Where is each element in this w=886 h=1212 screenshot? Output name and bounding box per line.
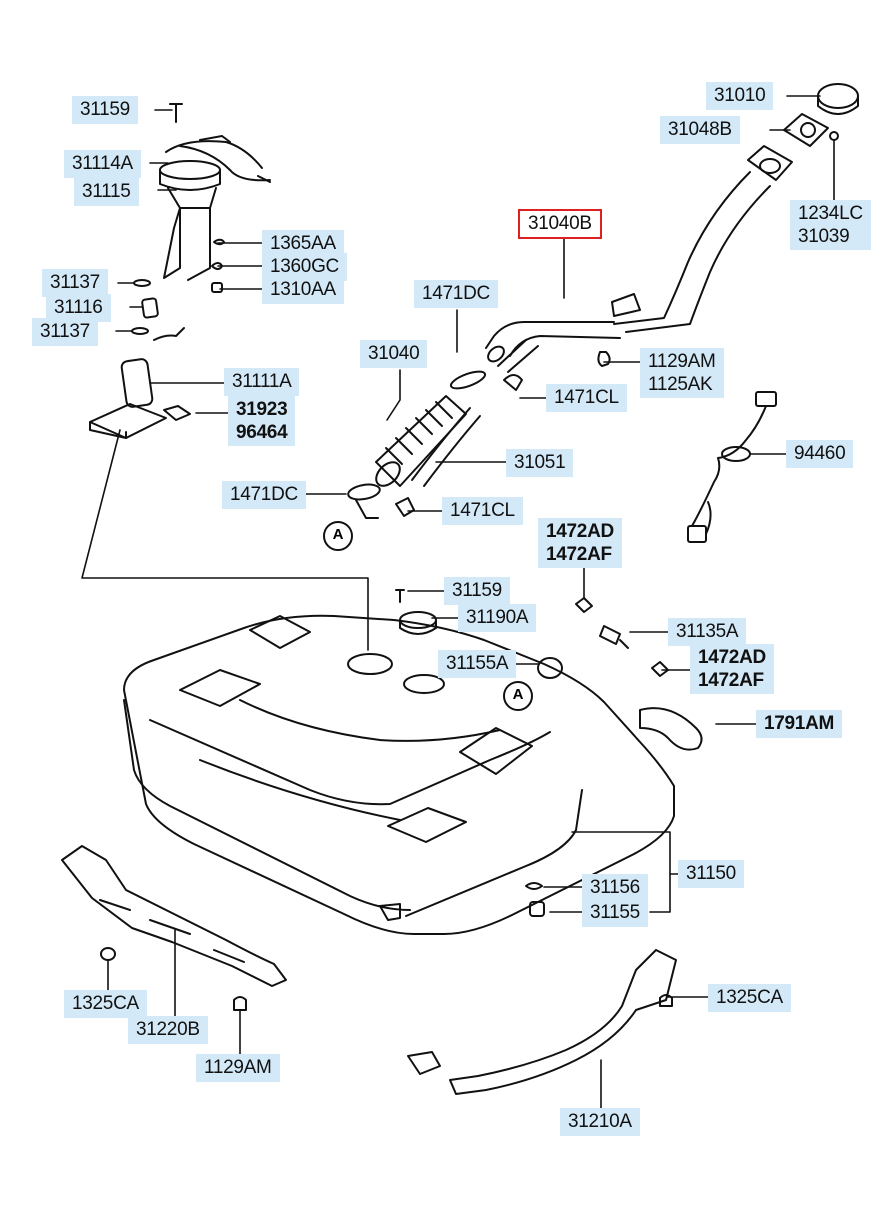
part-label-1471dc[interactable]: 1471DC: [222, 481, 306, 509]
part-label-31040b-selected[interactable]: 31040B: [518, 209, 602, 239]
part-label-31159[interactable]: 31159: [444, 577, 510, 605]
filler-hose: [347, 370, 523, 519]
part-label-1472ad-1472af[interactable]: 1472AD 1472AF: [538, 518, 622, 568]
part-label-31150[interactable]: 31150: [678, 860, 744, 888]
part-label-31220b[interactable]: 31220B: [128, 1016, 208, 1044]
part-label-31923-96464[interactable]: 31923 96464: [228, 396, 296, 446]
part-number-1472ad: 1472AD: [698, 647, 766, 668]
part-number-1472af: 1472AF: [698, 670, 764, 691]
part-number-1472ad: 1472AD: [546, 521, 614, 542]
sender-harness: [687, 391, 777, 543]
part-label-1471cl[interactable]: 1471CL: [546, 384, 627, 412]
part-number-1129am: 1129AM: [648, 351, 716, 372]
reference-marker-a: A: [512, 686, 524, 703]
part-label-31135a[interactable]: 31135A: [668, 618, 747, 646]
right-tank-bracket: [407, 949, 677, 1095]
part-label-31190a[interactable]: 31190A: [458, 604, 537, 632]
part-number-96464: 96464: [236, 422, 288, 443]
part-label-31137[interactable]: 31137: [32, 318, 98, 346]
part-number-31923: 31923: [236, 399, 288, 420]
part-label-31115[interactable]: 31115: [74, 178, 139, 206]
part-label-31116[interactable]: 31116: [46, 294, 111, 322]
reference-marker-a: A: [332, 526, 344, 543]
part-label-1310aa[interactable]: 1310AA: [262, 276, 344, 304]
part-label-1234lc-31039[interactable]: 1234LC 31039: [790, 200, 871, 250]
part-label-1325ca[interactable]: 1325CA: [64, 990, 147, 1018]
part-number-31039: 31039: [798, 226, 850, 247]
part-label-31159[interactable]: 31159: [72, 96, 138, 124]
filler-neck-assembly: [485, 83, 859, 373]
part-label-31111a[interactable]: 31111A: [224, 368, 300, 396]
part-label-31155[interactable]: 31155: [582, 899, 648, 927]
part-label-31137[interactable]: 31137: [42, 269, 108, 297]
part-label-1471cl[interactable]: 1471CL: [442, 497, 523, 525]
fuel-pump-module: [89, 103, 271, 439]
vent-fittings: [395, 589, 703, 751]
part-label-31156[interactable]: 31156: [582, 874, 648, 902]
part-label-31048b[interactable]: 31048B: [660, 116, 740, 144]
part-label-31114a[interactable]: 31114A: [64, 150, 141, 178]
part-label-1325ca[interactable]: 1325CA: [708, 984, 791, 1012]
part-label-1791am[interactable]: 1791AM: [756, 710, 843, 738]
fuel-tank: [123, 614, 675, 935]
part-label-1129am-1125ak[interactable]: 1129AM 1125AK: [640, 348, 724, 398]
part-label-31210a[interactable]: 31210A: [560, 1108, 640, 1136]
part-number-1234lc: 1234LC: [798, 203, 863, 224]
part-label-31155a[interactable]: 31155A: [438, 650, 517, 678]
reference-markers: [323, 521, 533, 711]
leader-lines: [81, 95, 835, 1109]
part-label-31040[interactable]: 31040: [360, 340, 428, 368]
part-label-31051[interactable]: 31051: [506, 449, 574, 477]
part-label-31010[interactable]: 31010: [706, 82, 774, 110]
left-tank-bracket: [61, 845, 287, 1011]
part-number-1472af: 1472AF: [546, 544, 612, 565]
part-label-1129am[interactable]: 1129AM: [196, 1054, 280, 1082]
part-number-1125ak: 1125AK: [648, 374, 713, 395]
part-label-94460[interactable]: 94460: [786, 440, 854, 468]
part-label-1471dc[interactable]: 1471DC: [414, 280, 498, 308]
part-label-1472ad-1472af[interactable]: 1472AD 1472AF: [690, 644, 774, 694]
